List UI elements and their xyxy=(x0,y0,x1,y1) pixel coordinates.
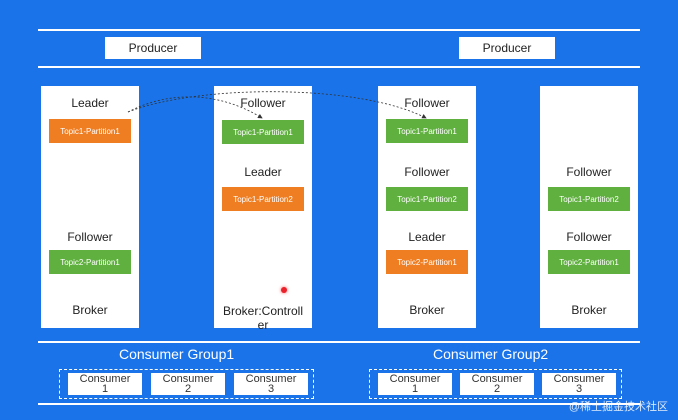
bottom-divider xyxy=(38,403,640,405)
consumer-number: 1 xyxy=(411,383,419,395)
consumer-1: Consumer 1 xyxy=(68,373,142,395)
consumer-3: Consumer 3 xyxy=(234,373,308,395)
consumer-group-2: Consumer 1 Consumer 2 Consumer 3 xyxy=(369,369,622,399)
consumer-number: 3 xyxy=(267,383,275,395)
role-follower: Follower xyxy=(566,165,612,179)
top-divider xyxy=(38,29,640,31)
partition-topic2-partition1: Topic2-Partition1 xyxy=(386,250,468,274)
replication-arrow-to-broker3 xyxy=(127,91,427,119)
consumer-1: Consumer 1 xyxy=(378,373,452,395)
partition-topic1-partition1: Topic1-Partition1 xyxy=(49,119,131,143)
role-leader: Leader xyxy=(71,96,109,110)
consumer-label: Consumer xyxy=(245,373,297,385)
partition-topic1-partition1: Topic1-Partition1 xyxy=(222,120,304,144)
broker-controller-line2: er xyxy=(257,318,269,332)
broker-label: Broker xyxy=(409,303,445,317)
consumer-divider xyxy=(38,341,640,343)
consumer-group-1-title: Consumer Group1 xyxy=(119,346,235,362)
role-leader: Leader xyxy=(408,230,446,244)
broker-label: Broker xyxy=(571,303,607,317)
consumer-2: Consumer 2 xyxy=(460,373,534,395)
consumer-number: 3 xyxy=(575,383,583,395)
broker-controller-label: Broker:Controll er xyxy=(214,304,312,332)
role-follower: Follower xyxy=(566,230,612,244)
consumer-group-2-title: Consumer Group2 xyxy=(433,346,549,362)
consumer-number: 1 xyxy=(101,383,109,395)
role-follower: Follower xyxy=(240,96,286,110)
role-follower: Follower xyxy=(67,230,113,244)
producer-divider xyxy=(38,66,640,68)
role-follower: Follower xyxy=(404,165,450,179)
consumer-label: Consumer xyxy=(553,373,605,385)
consumer-group-1: Consumer 1 Consumer 2 Consumer 3 xyxy=(59,369,314,399)
producer-2: Producer xyxy=(459,37,555,59)
consumer-label: Consumer xyxy=(389,373,441,385)
consumer-label: Consumer xyxy=(162,373,214,385)
consumer-number: 2 xyxy=(184,383,192,395)
partition-topic1-partition2: Topic1-Partition2 xyxy=(386,187,468,211)
consumer-3: Consumer 3 xyxy=(542,373,616,395)
consumer-2: Consumer 2 xyxy=(151,373,225,395)
broker-4: Follower Topic1-Partition2 Follower Topi… xyxy=(540,86,638,328)
broker-label: Broker xyxy=(72,303,108,317)
partition-topic1-partition2: Topic1-Partition2 xyxy=(548,187,630,211)
broker-1: Leader Topic1-Partition1 Follower Topic2… xyxy=(41,86,139,328)
watermark: @稀土掘金技术社区 xyxy=(568,401,668,413)
consumer-number: 2 xyxy=(493,383,501,395)
partition-topic2-partition1: Topic2-Partition1 xyxy=(49,250,131,274)
broker-2: Follower Topic1-Partition1 Leader Topic1… xyxy=(214,86,312,332)
broker-controller-line1: Broker:Controll xyxy=(222,304,304,318)
replication-arrow-to-broker2 xyxy=(127,96,263,119)
role-follower: Follower xyxy=(404,96,450,110)
consumer-label: Consumer xyxy=(471,373,523,385)
partition-topic2-partition1: Topic2-Partition1 xyxy=(548,250,630,274)
partition-topic1-partition2: Topic1-Partition2 xyxy=(222,187,304,211)
partition-topic1-partition1: Topic1-Partition1 xyxy=(386,119,468,143)
broker-3: Follower Topic1-Partition1 Follower Topi… xyxy=(378,86,476,328)
consumer-label: Consumer xyxy=(79,373,131,385)
role-leader: Leader xyxy=(244,165,282,179)
producer-1: Producer xyxy=(105,37,201,59)
cursor-dot xyxy=(281,287,287,293)
